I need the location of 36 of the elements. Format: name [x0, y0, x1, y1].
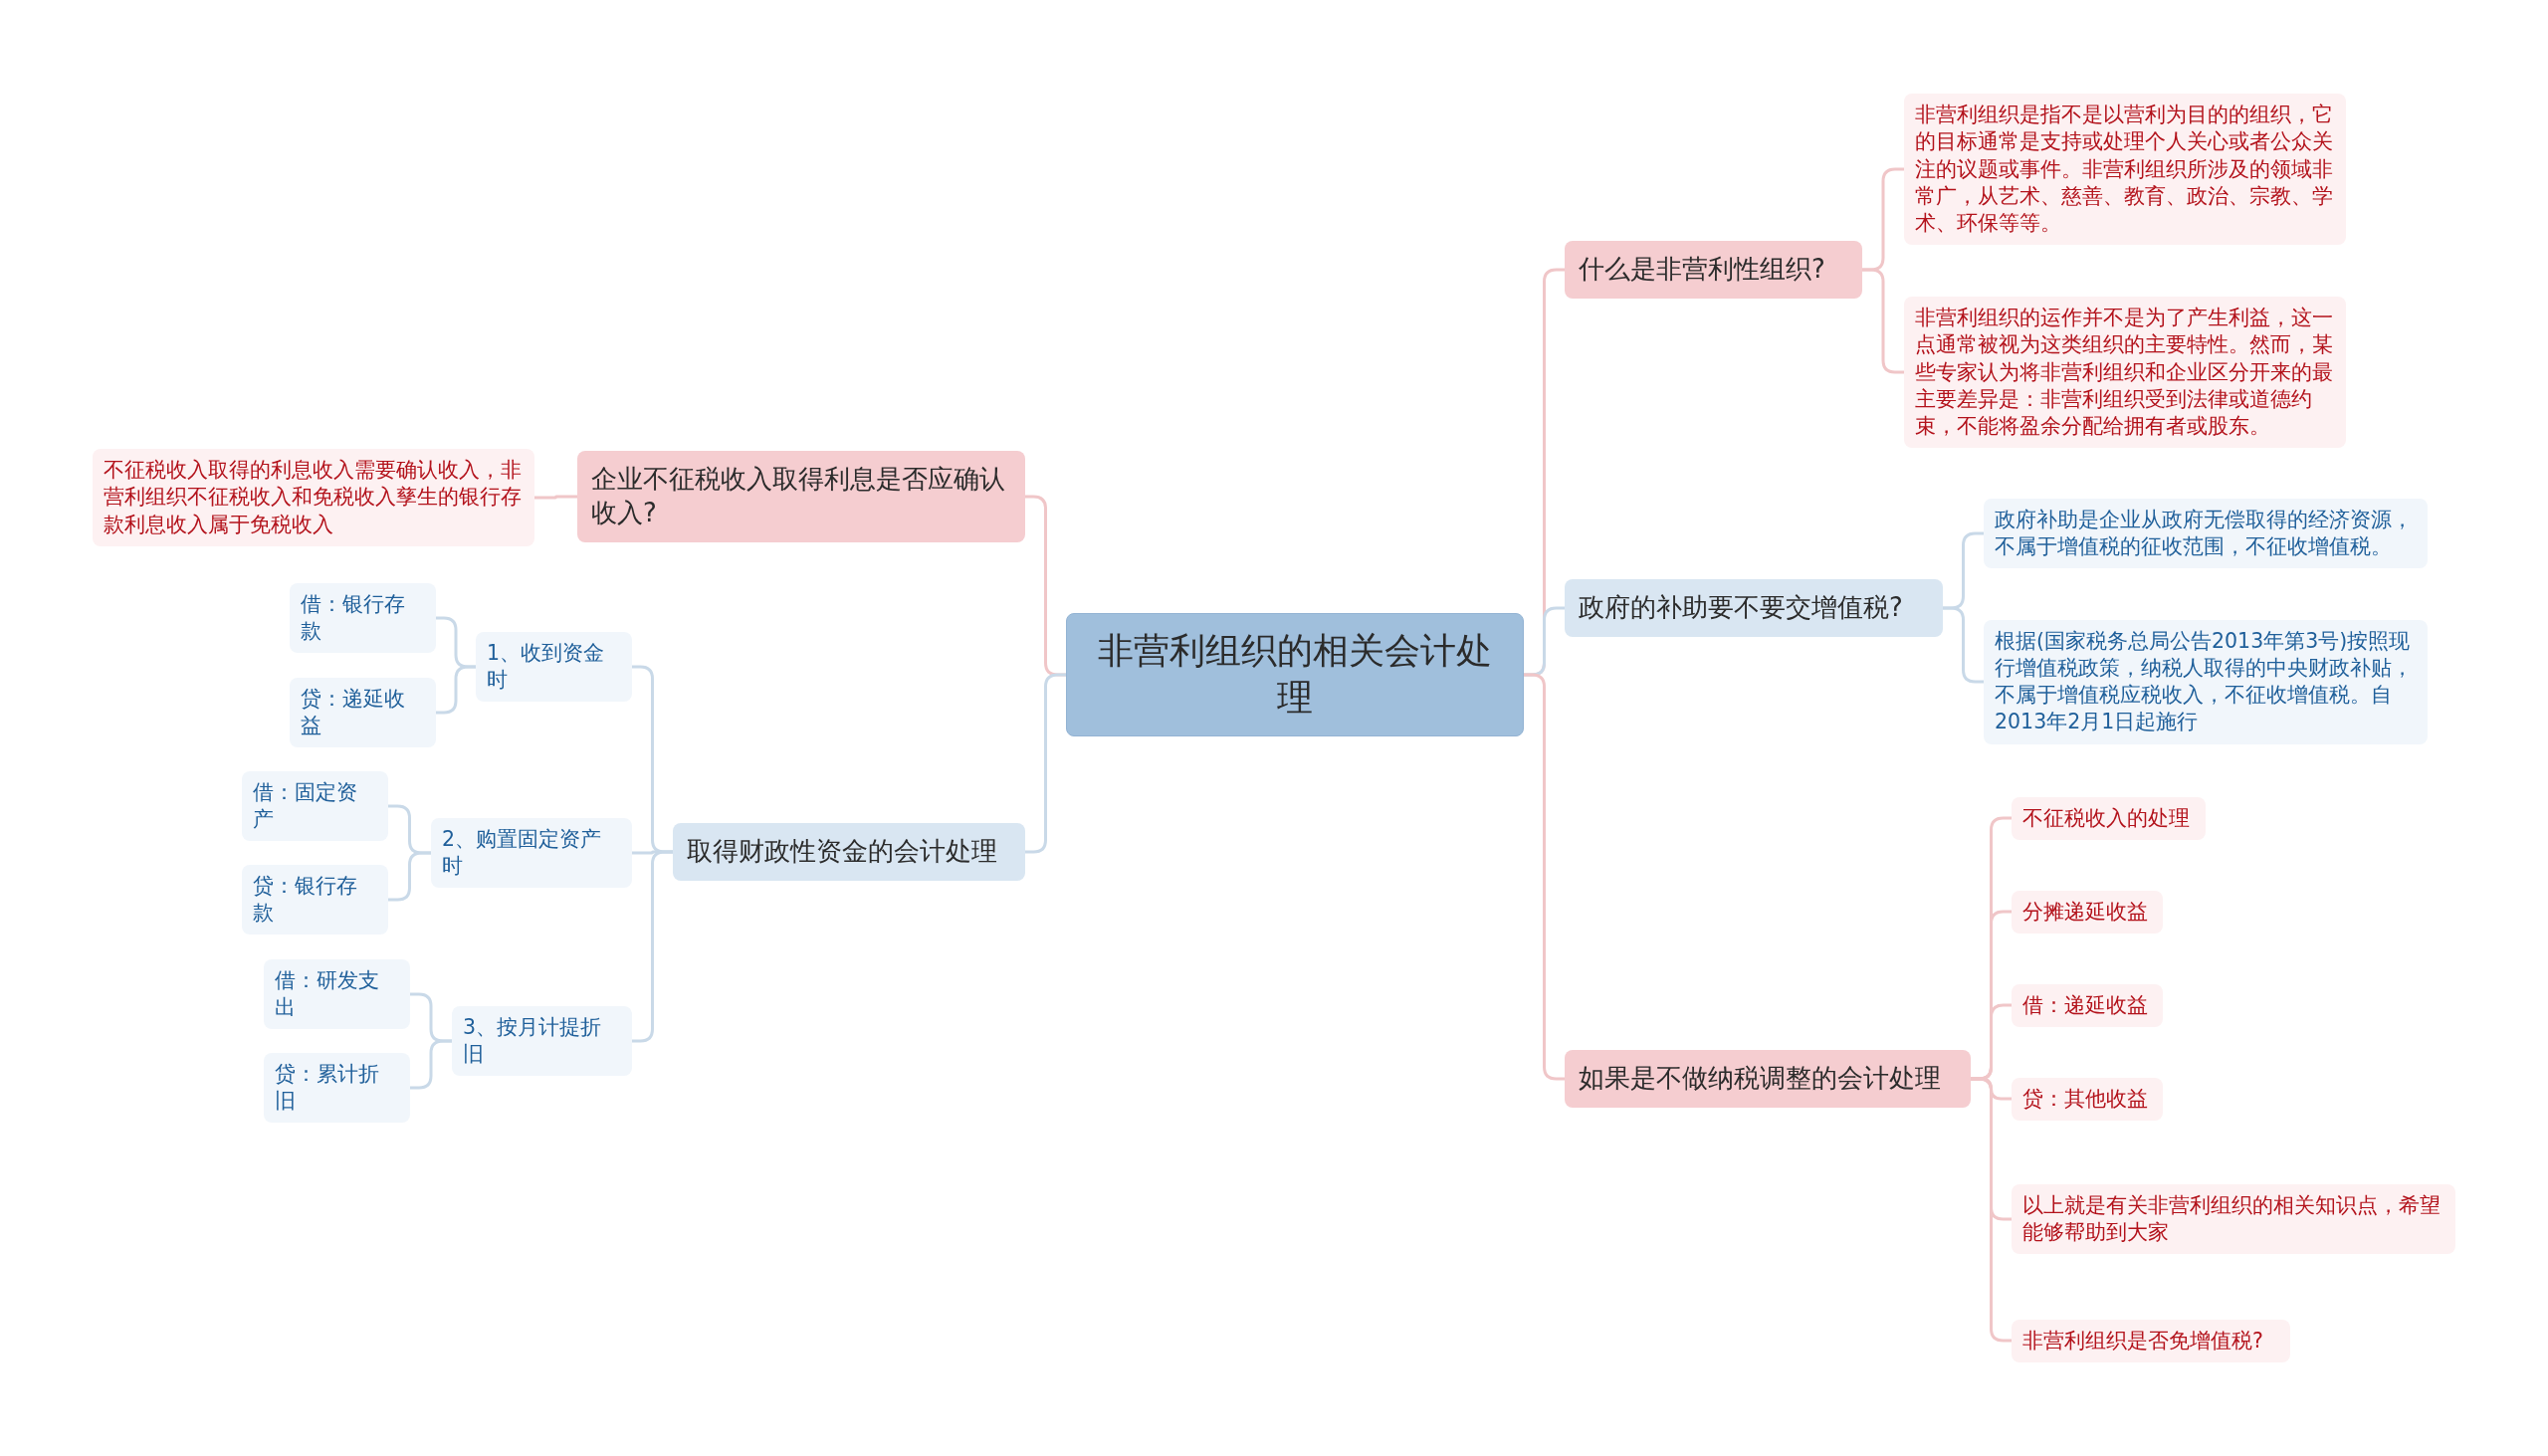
connector-line — [1524, 673, 1565, 1081]
connector-line — [1971, 1077, 2012, 1343]
note-box: 非营利组织是否免增值税? — [2012, 1319, 2290, 1362]
central-topic-box: 非营利组织的相关会计处理 — [1066, 613, 1524, 736]
topic-box: 什么是非营利性组织? — [1565, 241, 1862, 299]
connector-line — [632, 850, 673, 1043]
note-box: 借：研发支出 — [264, 958, 410, 1029]
topic-box: 政府的补助要不要交增值税? — [1565, 579, 1943, 637]
note-box: 非营利组织是指不是以营利为目的的组织，它的目标通常是支持或处理个人关心或者公众关注的议题或事件。非营利组织所涉及的领域非常广，从艺术、慈善、教育、政治、宗教、学术、环保等等。 — [1904, 94, 2346, 246]
connector-line — [436, 665, 476, 715]
note-box: 贷：其他收益 — [2012, 1077, 2163, 1121]
note-box: 根据(国家税务总局公告2013年第3号)按照现行增值税政策，纳税人取得的中央财政补贴，不属于增值税应税收入，不征收增值税。自2013年2月1日起施行 — [1984, 619, 2428, 744]
topic-box: 取得财政性资金的会计处理 — [673, 823, 1025, 881]
topic-box: 企业不征税收入取得利息是否应确认收入? — [577, 451, 1025, 542]
connector-line — [1943, 606, 1984, 684]
note-box: 非营利组织的运作并不是为了产生利益，这一点通常被视为这类组织的主要特性。然而，某些专家认为将非营利组织和企业区分开来的最主要差异是：非营利组织受到法律或道德约束，不能将盈余分配给拥有者或股东。 — [1904, 297, 2346, 449]
note-box: 借：递延收益 — [2012, 983, 2163, 1027]
connector-line — [1862, 268, 1904, 374]
note-box: 贷：银行存款 — [242, 864, 388, 935]
connector-line — [388, 851, 431, 902]
note-box: 贷：递延收益 — [290, 677, 436, 747]
connector-line — [410, 1039, 452, 1090]
note-box: 2、购置固定资产时 — [431, 817, 632, 888]
note-box: 不征税收入的处理 — [2012, 796, 2206, 840]
topic-box: 如果是不做纳税调整的会计处理 — [1565, 1050, 1971, 1108]
note-box: 借：银行存款 — [290, 582, 436, 653]
note-box: 3、按月计提折旧 — [452, 1005, 632, 1076]
connector-line — [534, 495, 577, 500]
note-box: 贷：累计折旧 — [264, 1052, 410, 1123]
connector-line — [1025, 673, 1066, 854]
note-box: 不征税收入取得的利息收入需要确认收入，非营利组织不征税收入和免税收入孳生的银行存款利息收入属于免税收入 — [93, 449, 534, 546]
note-box: 借：固定资产 — [242, 770, 388, 841]
note-box: 1、收到资金时 — [476, 631, 632, 702]
note-box: 政府补助是企业从政府无偿取得的经济资源，不属于增值税的征收范围，不征收增值税。 — [1984, 498, 2428, 568]
note-box: 以上就是有关非营利组织的相关知识点，希望能够帮助到大家 — [2012, 1183, 2455, 1254]
note-box: 分摊递延收益 — [2012, 890, 2163, 934]
